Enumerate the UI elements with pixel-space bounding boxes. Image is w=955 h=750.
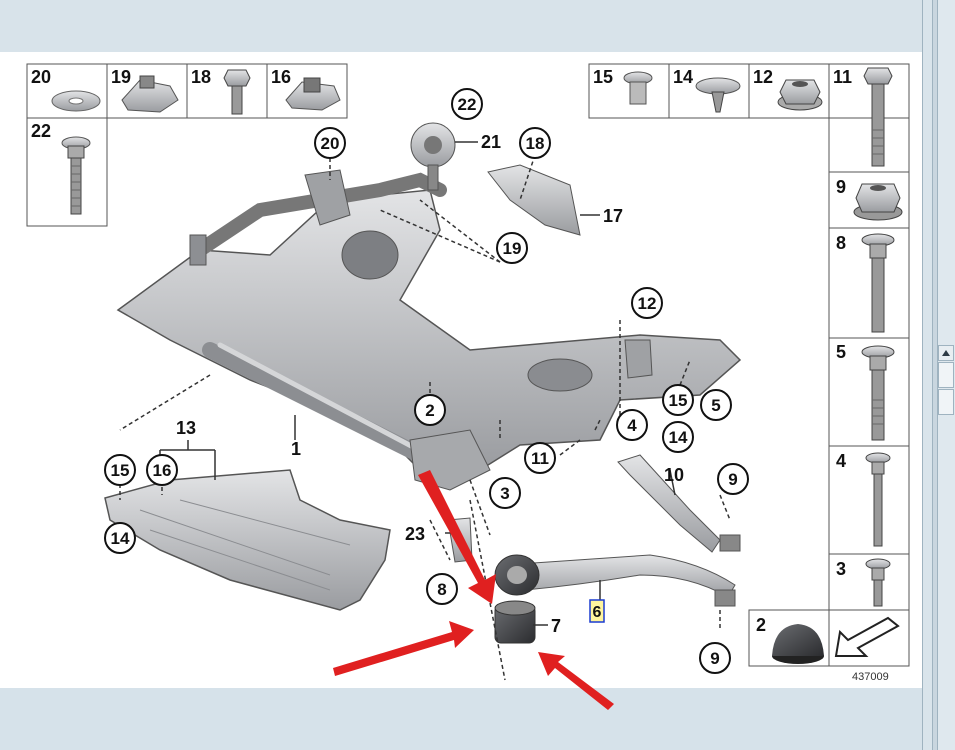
label-13: 13 (176, 418, 196, 438)
parts-table-top-right (588, 63, 910, 667)
bolt-11-icon (863, 67, 893, 167)
callout-18: 18 (519, 127, 551, 159)
underbody-guard-illustration (104, 469, 391, 611)
highlighted-label-6: 6 (589, 599, 605, 623)
box-label-14: 14 (673, 67, 693, 87)
callout-11: 11 (524, 442, 556, 474)
callout-8: 8 (426, 573, 458, 605)
svg-text:18: 18 (526, 134, 545, 153)
svg-text:16: 16 (153, 461, 172, 480)
box-label-9: 9 (836, 177, 846, 197)
callout-12: 12 (631, 287, 663, 319)
label-21: 21 (481, 132, 501, 152)
long-bolt-icon (61, 136, 91, 215)
svg-text:4: 4 (627, 416, 637, 435)
bolt-3-icon (865, 558, 891, 607)
svg-text:3: 3 (500, 484, 509, 503)
subframe-illustration (116, 169, 742, 491)
callout-9-lower: 9 (699, 642, 731, 674)
svg-text:9: 9 (728, 470, 737, 489)
svg-text:6: 6 (593, 604, 602, 621)
svg-text:11: 11 (531, 449, 549, 468)
svg-text:15: 15 (669, 391, 688, 410)
svg-text:14: 14 (111, 529, 130, 548)
callout-16-left: 16 (146, 454, 178, 486)
box-label-16: 16 (271, 67, 291, 87)
bushing-7-illustration (494, 600, 536, 644)
box-label-4: 4 (836, 451, 846, 471)
image-code: 437009 (852, 671, 889, 683)
scrollbar-thumb[interactable] (938, 362, 954, 388)
red-pointer-arrows (333, 470, 614, 710)
scrollbar-segment[interactable] (938, 389, 954, 415)
box-label-8: 8 (836, 233, 846, 253)
box-label-19: 19 (111, 67, 131, 87)
callout-15-right: 15 (662, 384, 694, 416)
nut-9-icon (853, 183, 903, 221)
solid-leader-lines (294, 141, 676, 626)
box-label-22: 22 (31, 121, 51, 141)
direction-arrow-icon (834, 616, 900, 657)
header-band (0, 0, 922, 52)
svg-text:2: 2 (425, 401, 434, 420)
svg-text:8: 8 (437, 580, 446, 599)
box-label-12: 12 (753, 67, 773, 87)
svg-text:5: 5 (711, 396, 720, 415)
control-arm-10-illustration (617, 454, 741, 553)
callout-5-right: 5 (700, 389, 732, 421)
callout-22: 22 (451, 88, 483, 120)
callout-19: 19 (496, 232, 528, 264)
callout-2: 2 (414, 394, 446, 426)
clip-nut-icon (121, 75, 179, 113)
svg-text:20: 20 (321, 134, 340, 153)
box-label-15: 15 (593, 67, 613, 87)
bearing-22-illustration (410, 122, 456, 191)
box-label-3: 3 (836, 559, 846, 579)
box-label-20: 20 (31, 67, 51, 87)
control-arm-6-illustration (494, 554, 736, 607)
spring-clip-icon (285, 77, 341, 111)
box-label-2: 2 (756, 615, 766, 635)
callout-3: 3 (489, 477, 521, 509)
callout-14-right: 14 (662, 421, 694, 453)
callout-4: 4 (616, 409, 648, 441)
callout-20: 20 (314, 127, 346, 159)
svg-text:10: 10 (664, 465, 684, 485)
bolt-5-icon (861, 345, 895, 441)
callout-14-left: 14 (104, 522, 136, 554)
label-23: 23 (405, 524, 425, 544)
svg-text:14: 14 (669, 428, 688, 447)
box-label-5: 5 (836, 342, 846, 362)
svg-text:15: 15 (111, 461, 130, 480)
bracket-17-illustration (487, 164, 581, 236)
footer-band (0, 688, 922, 750)
callout-15-left: 15 (104, 454, 136, 486)
callout-9-upper: 9 (717, 463, 749, 495)
rubber-cap-icon (772, 624, 824, 664)
box-label-18: 18 (191, 67, 211, 87)
label-1: 1 (291, 439, 301, 459)
label-7: 7 (551, 616, 561, 636)
flange-nut-icon (777, 79, 823, 111)
rivet-nut-icon (623, 71, 653, 105)
svg-text:12: 12 (638, 294, 657, 313)
callout-10: 10 (664, 465, 684, 485)
window-divider (932, 0, 937, 750)
scroll-up-button[interactable] (938, 345, 954, 361)
bolt-8-icon (861, 233, 895, 333)
label-17: 17 (603, 206, 623, 226)
window-edge (922, 0, 932, 750)
push-clip-icon (695, 77, 741, 113)
svg-text:22: 22 (458, 95, 477, 114)
bolt-small-icon (223, 69, 251, 115)
washer-icon (51, 90, 101, 112)
svg-text:9: 9 (710, 649, 719, 668)
parts-diagram: 22 20 18 19 12 2 15 5 4 14 11 10 (26, 63, 910, 710)
box-label-11: 11 (833, 67, 852, 87)
svg-text:19: 19 (503, 239, 522, 258)
parts-table-top-left (26, 63, 348, 227)
bolt-4-icon (865, 452, 891, 547)
